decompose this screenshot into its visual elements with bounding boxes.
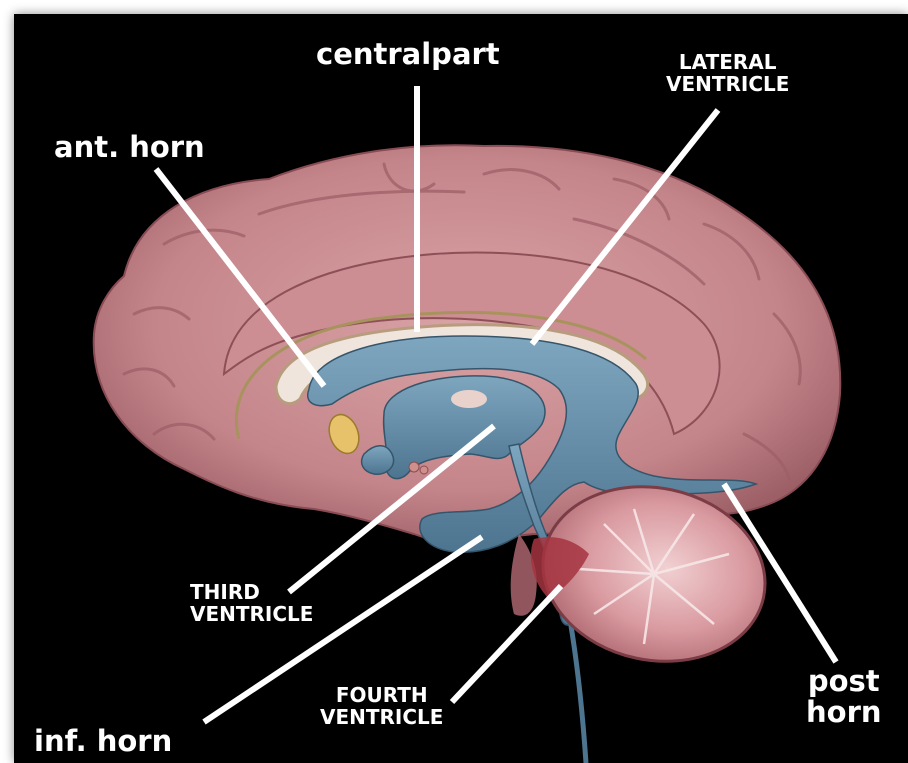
diagram-frame: centralpart LATERAL VENTRICLE ant. horn … <box>14 14 908 763</box>
label-third-ventricle: THIRD VENTRICLE <box>190 582 313 625</box>
label-lateral-ventricle: LATERAL VENTRICLE <box>666 52 789 95</box>
label-posterior-horn: post horn <box>806 666 882 729</box>
label-posterior-horn-line2: horn <box>806 697 882 728</box>
label-posterior-horn-line1: post <box>806 666 882 697</box>
label-fourth-ventricle-line1: FOURTH <box>320 685 443 707</box>
label-inferior-horn: inf. horn <box>34 726 172 757</box>
label-fourth-ventricle-line2: VENTRICLE <box>320 707 443 729</box>
label-lateral-ventricle-line2: VENTRICLE <box>666 74 789 96</box>
label-third-ventricle-line2: VENTRICLE <box>190 604 313 626</box>
fourth-ventricle-pointer <box>452 586 561 702</box>
label-fourth-ventricle: FOURTH VENTRICLE <box>320 685 443 728</box>
brain-illustration <box>14 14 908 763</box>
label-anterior-horn: ant. horn <box>54 132 205 163</box>
label-lateral-ventricle-line1: LATERAL <box>666 52 789 74</box>
label-central-part: centralpart <box>316 39 500 70</box>
label-third-ventricle-line1: THIRD <box>190 582 313 604</box>
